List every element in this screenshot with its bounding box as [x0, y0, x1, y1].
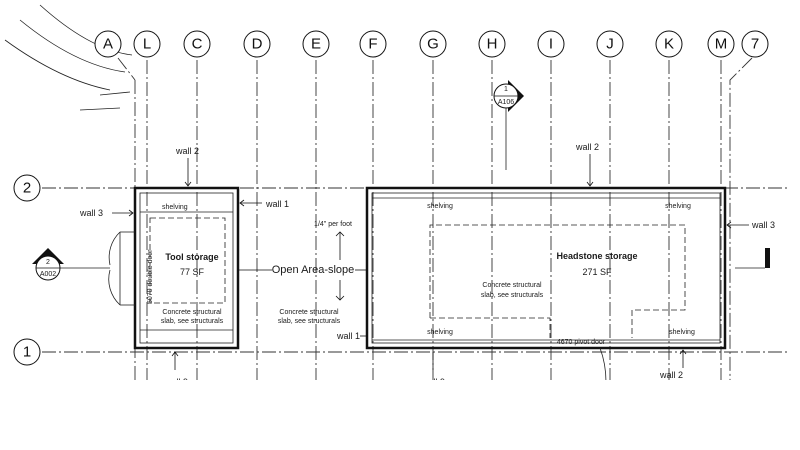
blank-area — [0, 380, 800, 450]
svg-text:I: I — [549, 36, 553, 53]
slab-label-open-2: slab, see structurals — [278, 318, 341, 325]
svg-text:L: L — [143, 36, 151, 53]
grid-bubble-H: H — [478, 30, 506, 58]
slab-label-headstone-2: slab, see structurals — [481, 292, 544, 299]
svg-text:K: K — [664, 36, 674, 53]
grid-bubble-E: E — [302, 30, 330, 58]
headstone-storage-area: 271 SF — [582, 267, 612, 277]
wall-1-label-tool: wall 1 — [265, 199, 289, 209]
svg-text:7: 7 — [751, 36, 759, 53]
section-marker-A106: 1 A106 — [493, 80, 524, 170]
vertical-gridlines — [146, 60, 722, 380]
grid-bubble-row-1: 1 — [13, 338, 41, 366]
tool-storage-area: 77 SF — [180, 267, 205, 277]
svg-text:1: 1 — [504, 86, 508, 93]
tool-storage-room — [108, 186, 240, 350]
slab-label-tool-2: slab, see structurals — [161, 318, 224, 325]
tool-storage-name: Tool storage — [165, 252, 218, 262]
grid-bubble-L: L — [133, 30, 161, 58]
svg-text:2: 2 — [23, 180, 31, 197]
grid-bubble-G: G — [419, 30, 447, 58]
wall-3-label-right: wall 3 — [751, 220, 775, 230]
wall-1-label-headstone: wall 1 — [336, 331, 360, 341]
curved-stair-lines — [4, 4, 133, 111]
svg-text:A106: A106 — [498, 99, 514, 106]
grid-bubble-M: M — [707, 30, 735, 58]
slab-label-open-1: Concrete structural — [279, 309, 339, 316]
slab-label-tool-1: Concrete structural — [162, 309, 222, 316]
shelving-label-headstone-bottom-left: shelving — [427, 329, 453, 336]
grid-bubble-7: 7 — [741, 30, 769, 58]
section-marker-A002: 2 A002 — [32, 248, 110, 281]
shelving-label-headstone-top-left: shelving — [427, 203, 453, 210]
svg-text:D: D — [252, 36, 263, 53]
open-area-label: Open Area-slope — [272, 264, 355, 276]
svg-text:E: E — [311, 36, 321, 53]
svg-text:C: C — [192, 36, 203, 53]
svg-text:M: M — [715, 36, 728, 53]
shelving-label-tool: shelving — [162, 204, 188, 211]
svg-text:A: A — [103, 36, 113, 53]
grid-bubble-I: I — [537, 30, 565, 58]
svg-text:1: 1 — [23, 344, 31, 361]
svg-text:G: G — [427, 36, 439, 53]
wall-2-label-headstone: wall 2 — [575, 142, 599, 152]
grid-bubble-A: A — [94, 30, 122, 58]
grid-bubble-J: J — [596, 30, 624, 58]
pivot-door-label: 4670 pivot door — [557, 339, 606, 346]
grid-bubble-C: C — [183, 30, 211, 58]
wall-3-label-left: wall 3 — [79, 208, 103, 218]
column-bubbles: A L C D E F G H I J K M 7 — [94, 30, 769, 58]
headstone-storage-name: Headstone storage — [556, 251, 637, 261]
shelving-label-headstone-bottom-right: shelving — [669, 329, 695, 336]
wall-2-label-bottom: wall 2 — [659, 370, 683, 380]
wall-2-label-tool: wall 2 — [175, 146, 199, 156]
svg-text:2: 2 — [46, 259, 50, 266]
svg-text:A002: A002 — [40, 271, 56, 278]
grid-bubble-D: D — [243, 30, 271, 58]
slope-label: 1/4" per foot — [314, 221, 352, 228]
grid-bubble-row-2: 2 — [13, 174, 41, 202]
svg-text:J: J — [606, 36, 614, 53]
svg-text:F: F — [368, 36, 377, 53]
grid-bubble-F: F — [359, 30, 387, 58]
grid-bubble-K: K — [655, 30, 683, 58]
slab-label-headstone-1: Concrete structural — [482, 282, 542, 289]
double-door-label: 5070 double door — [147, 249, 154, 304]
svg-text:H: H — [487, 36, 498, 53]
shelving-label-headstone-top-right: shelving — [665, 203, 691, 210]
